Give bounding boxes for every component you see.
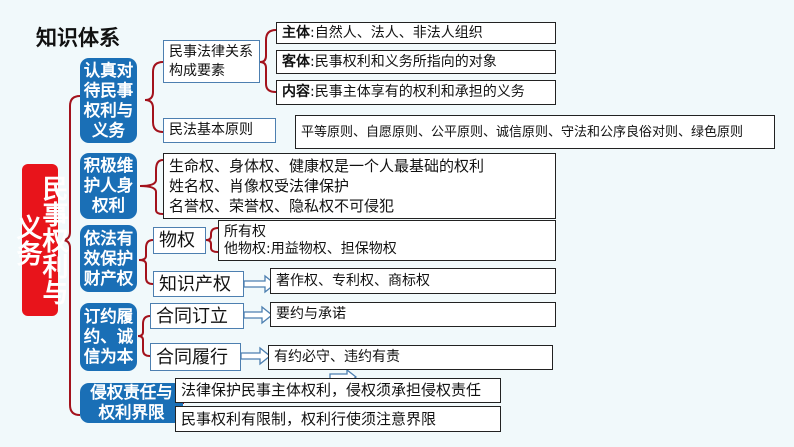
element-object: 客体:民事权利和义务所指向的对象 (276, 50, 556, 74)
branch-rights-obligations: 认真对待民事权利与义务 (80, 58, 137, 143)
branch-contracts: 订约履约、诚信为本 (80, 303, 137, 371)
line: 生命权、身体权、健康权是一个人最基础的权利 (169, 157, 485, 175)
personal-rights-list: 生命权、身体权、健康权是一个人最基础的权利 姓名权、肖像权受法律保护 名誉权、荣… (163, 153, 556, 219)
intellectual-property: 知识产权 (153, 271, 244, 297)
ip-list: 著作权、专利权、商标权 (270, 268, 556, 294)
contract-formation: 合同订立 (150, 303, 244, 329)
element-content: 内容:民事主体享有的权利和承担的义务 (276, 80, 556, 105)
line: 所有权 (224, 223, 266, 240)
branch-property-rights: 依法有效保护财产权 (80, 225, 137, 292)
formation-detail: 要约与承诺 (270, 302, 556, 327)
line: 他物权:用益物权、担保物权 (224, 240, 397, 257)
legal-relation-elements: 民事法律关系构成要素 (163, 40, 260, 83)
element-subject: 主体:自然人、法人、非法人组织 (276, 22, 556, 44)
performance-detail: 有约必守、违约有责 (268, 345, 553, 370)
contract-performance: 合同履行 (150, 343, 241, 371)
tort-line-1: 法律保护民事主体权利，侵权须承担侵权责任 (175, 378, 501, 403)
branch-tort-liability: 侵权责任与权利界限 (80, 383, 183, 423)
principles-list: 平等原则、自愿原则、公平原则、诚信原则、守法和公序良俗对则、绿色原则 (295, 115, 775, 149)
page-title: 知识体系 (36, 26, 120, 50)
branch-personal-rights: 积极维护人身权利 (80, 153, 137, 219)
civil-law-principles: 民法基本原则 (163, 118, 276, 143)
real-rights: 物权 (153, 227, 206, 254)
root-node: 民事权利与义务 (12, 164, 68, 316)
line: 名誉权、荣誉权、隐私权不可侵犯 (169, 197, 395, 215)
real-rights-list: 所有权 他物权:用益物权、担保物权 (218, 220, 556, 261)
tort-line-2: 民事权利有限制，权利行使须注意界限 (175, 406, 501, 432)
line: 姓名权、肖像权受法律保护 (169, 177, 350, 195)
